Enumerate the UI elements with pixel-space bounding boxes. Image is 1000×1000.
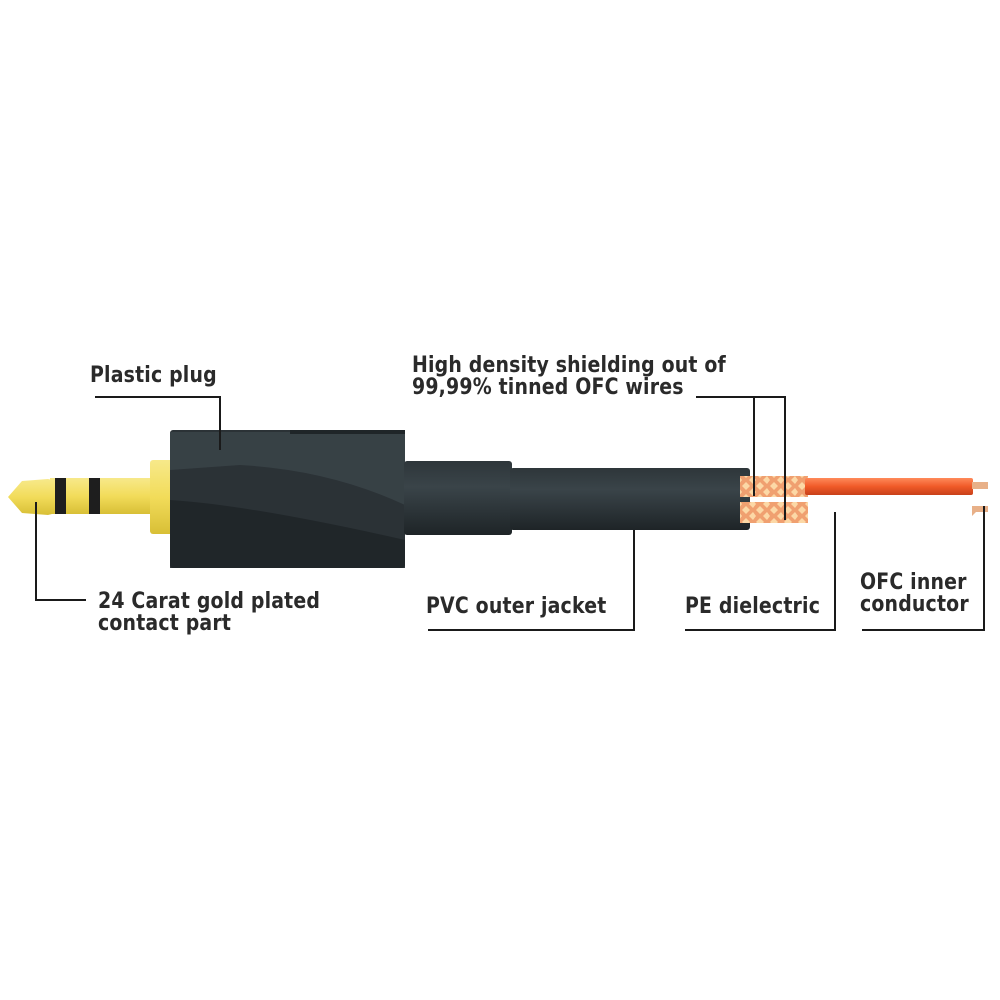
- label-text-line2: conductor: [860, 592, 969, 617]
- label-shielding: High density shielding out of 99,99% tin…: [412, 355, 726, 399]
- label-text-line2: contact part: [98, 611, 232, 636]
- strain-relief: [404, 461, 512, 535]
- label-text-line2: 99,99% tinned OFC wires: [412, 375, 684, 400]
- label-text-line1: High density shielding out of: [412, 353, 726, 378]
- ofc-conductor-end: [972, 506, 988, 516]
- label-plastic-plug: Plastic plug: [90, 365, 217, 387]
- pvc-outer-jacket: [510, 468, 750, 530]
- insulator-ring-2: [89, 478, 100, 514]
- label-text: PE dielectric: [685, 594, 821, 619]
- label-text: Plastic plug: [90, 363, 217, 388]
- label-text: PVC outer jacket: [426, 594, 607, 619]
- gold-collar: [150, 460, 174, 534]
- plastic-plug-body: [170, 430, 405, 568]
- insulator-ring-1: [55, 478, 66, 514]
- label-text-line1: OFC inner: [860, 570, 967, 595]
- braided-shielding: [740, 476, 808, 523]
- label-inner-conductor: OFC inner conductor: [860, 572, 969, 616]
- gold-plug-tip: [8, 460, 174, 534]
- label-text-line1: 24 Carat gold plated: [98, 589, 321, 614]
- ofc-inner-conductor: [972, 482, 988, 489]
- label-gold-contact: 24 Carat gold plated contact part: [98, 591, 320, 635]
- label-pvc-jacket: PVC outer jacket: [426, 596, 606, 618]
- label-pe-dielectric: PE dielectric: [685, 596, 820, 618]
- leader-lines: [35, 396, 985, 631]
- pe-dielectric-wire: [805, 478, 973, 495]
